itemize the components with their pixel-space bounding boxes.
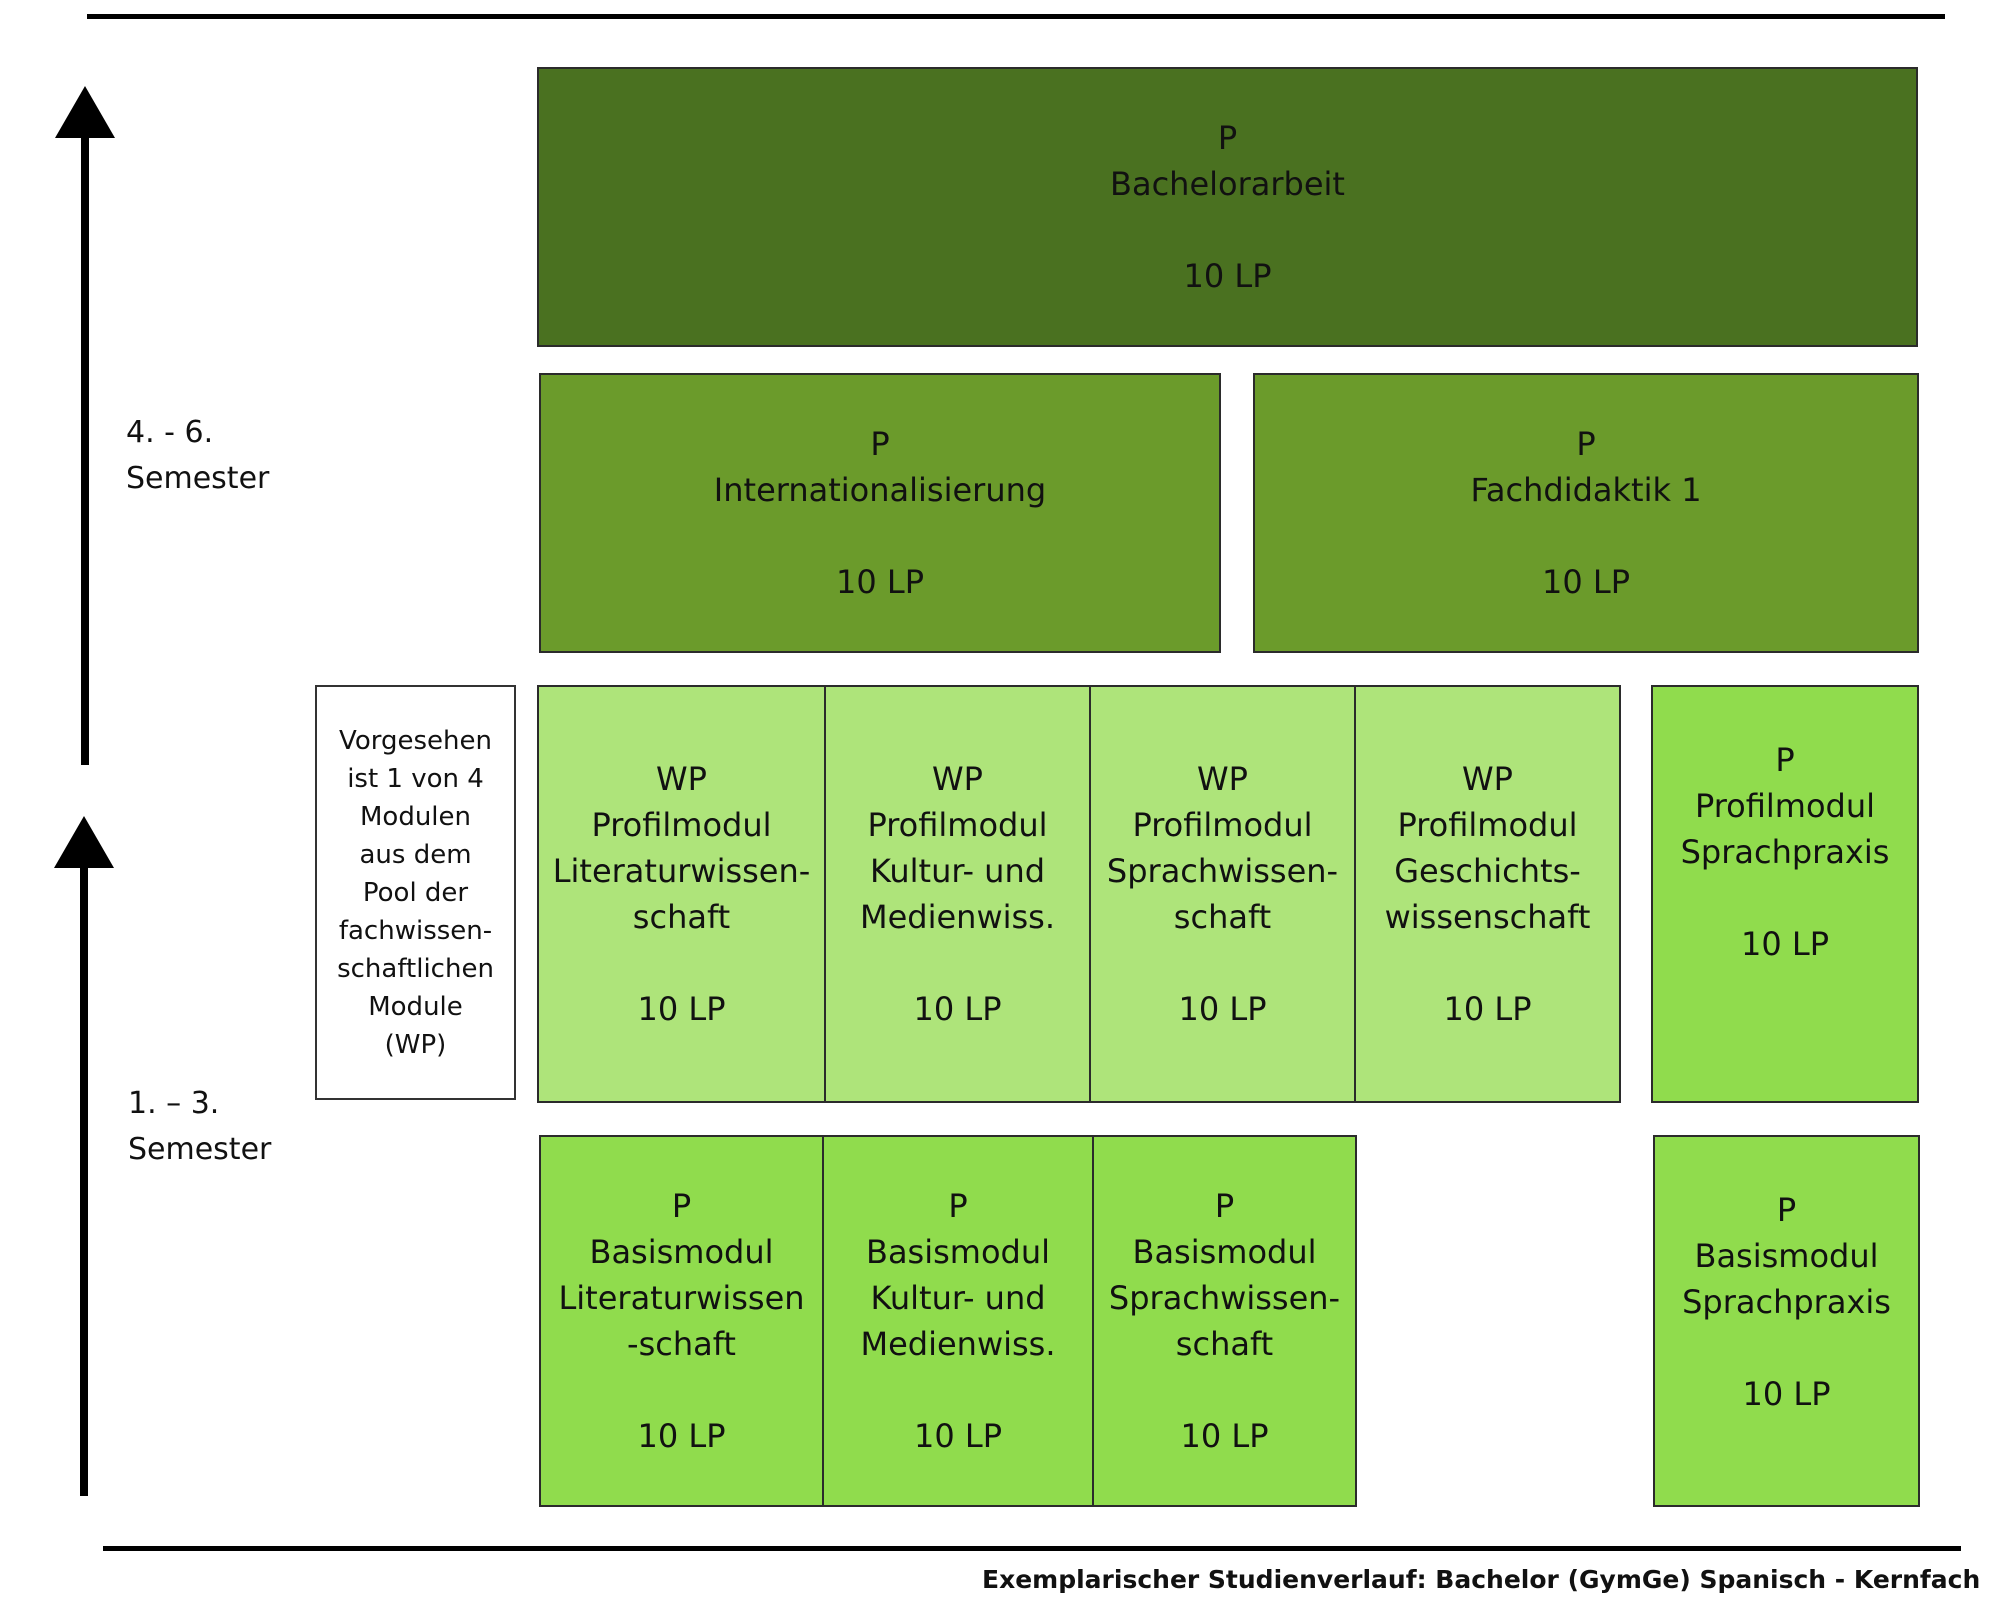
note-line: fachwissen- (338, 915, 493, 946)
semester-label-upper-word: Semester (126, 461, 270, 496)
module-type: P (1775, 741, 1795, 779)
note-line: Pool der (362, 877, 469, 908)
module-credits: 10 LP (1443, 990, 1532, 1028)
module-basis-sprachwissenschaft: P Basismodul Sprachwissen- schaft 10 LP (1092, 1135, 1357, 1507)
top-rule (87, 14, 1945, 19)
module-name-line-1: Basismodul (865, 1233, 1051, 1271)
module-type: P (1776, 1191, 1797, 1229)
module-basis-kultur-medienwiss: P Basismodul Kultur- und Medienwiss. 10 … (822, 1135, 1094, 1507)
module-name-line-3: Medienwiss. (859, 898, 1056, 936)
module-type: P (1214, 1187, 1235, 1225)
module-type: P (948, 1187, 968, 1225)
module-name-line-1: Profilmodul (591, 806, 772, 844)
module-profil-sprachwissenschaft: WP Profilmodul Sprachwissen- schaft 10 L… (1089, 685, 1356, 1103)
module-profil-geschichtswissenschaft: WP Profilmodul Geschichts- wissenschaft … (1354, 685, 1621, 1103)
module-credits: 10 LP (913, 990, 1002, 1028)
module-name-line-1: Profilmodul (1397, 806, 1578, 844)
note-line: ist 1 von 4 (347, 763, 484, 794)
semester-label-upper: 4. - 6. Semester (126, 410, 269, 502)
semester-label-lower: 1. – 3. Semester (128, 1081, 271, 1173)
module-credits: 10 LP (637, 990, 726, 1028)
module-name-line-2: Geschichts- (1394, 852, 1581, 890)
module-name-line-2: Sprachwissen- (1108, 1279, 1341, 1317)
semester-label-upper-range: 4. - 6. (126, 415, 214, 450)
module-name-line-2: Literaturwissen- (552, 852, 811, 890)
wp-selection-note: Vorgesehen ist 1 von 4 Modulen aus dem P… (315, 685, 516, 1100)
module-name-line-1: Profilmodul (867, 806, 1048, 844)
module-bachelorarbeit: P Bachelorarbeit 10 LP (537, 67, 1918, 347)
note-line: Module (368, 991, 463, 1022)
note-line: Modulen (359, 801, 472, 832)
module-profil-sprachpraxis: P Profilmodul Sprachpraxis 10 LP (1651, 685, 1919, 1103)
module-name-line-1: Basismodul (589, 1233, 774, 1271)
module-name-line-1: Profilmodul (1694, 787, 1876, 825)
upper-arrow-shaft (81, 136, 89, 765)
lower-arrow-head (54, 816, 114, 868)
lower-arrow-shaft (80, 866, 88, 1496)
module-name-line-2: Sprachwissen- (1106, 852, 1339, 890)
module-type: WP (656, 760, 707, 798)
module-credits: 10 LP (913, 1417, 1002, 1455)
module-credits: 10 LP (1541, 563, 1630, 601)
module-name-line-3: wissenschaft (1384, 898, 1591, 936)
semester-label-lower-word: Semester (128, 1132, 272, 1167)
module-profil-literaturwissenschaft: WP Profilmodul Literaturwissen- schaft 1… (537, 685, 826, 1103)
module-name-line-3: schaft (1173, 898, 1272, 936)
semester-label-lower-range: 1. – 3. (128, 1086, 220, 1121)
module-name-line-1: Basismodul (1694, 1237, 1879, 1275)
module-name-line-2: Kultur- und (869, 852, 1046, 890)
module-type: P (671, 1187, 692, 1225)
module-type: WP (1462, 760, 1513, 798)
module-fachdidaktik-1: P Fachdidaktik 1 10 LP (1253, 373, 1919, 653)
module-name-line-1: Basismodul (1132, 1233, 1317, 1271)
module-credits: 10 LP (1178, 990, 1267, 1028)
module-name-line-3: Medienwiss. (860, 1325, 1056, 1363)
module-type: P (870, 425, 890, 463)
module-credits: 10 LP (835, 563, 924, 601)
module-credits: 10 LP (637, 1417, 726, 1455)
module-name: Internationalisierung (713, 471, 1047, 509)
module-type: P (1217, 119, 1238, 157)
module-basis-literaturwissenschaft: P Basismodul Literaturwissen -schaft 10 … (539, 1135, 824, 1507)
module-name-line-3: -schaft (627, 1325, 736, 1363)
module-profil-kultur-medienwiss: WP Profilmodul Kultur- und Medienwiss. 1… (824, 685, 1091, 1103)
note-line: (WP) (384, 1029, 447, 1060)
module-type: WP (932, 760, 983, 798)
module-name-line-2: Sprachpraxis (1680, 833, 1890, 871)
module-internationalisierung: P Internationalisierung 10 LP (539, 373, 1221, 653)
module-name-line-2: Literaturwissen (558, 1279, 805, 1317)
upper-arrow-head (55, 86, 115, 138)
module-basis-sprachpraxis: P Basismodul Sprachpraxis 10 LP (1653, 1135, 1920, 1507)
module-name: Bachelorarbeit (1110, 165, 1345, 203)
module-name-line-3: schaft (632, 898, 731, 936)
module-credits: 10 LP (1180, 1417, 1269, 1455)
note-line: schaftlichen (337, 953, 494, 984)
module-name-line-1: Profilmodul (1132, 806, 1313, 844)
figure-caption: Exemplarischer Studienverlauf: Bachelor … (982, 1565, 1981, 1594)
module-credits: 10 LP (1183, 257, 1272, 295)
bottom-rule (103, 1546, 1961, 1551)
note-line: Vorgesehen (339, 725, 492, 756)
module-type: WP (1197, 760, 1248, 798)
module-credits: 10 LP (1742, 1375, 1831, 1413)
module-name: Fachdidaktik 1 (1470, 471, 1702, 509)
module-name-line-3: schaft (1175, 1325, 1274, 1363)
module-type: P (1576, 425, 1596, 463)
note-line: aus dem (359, 839, 472, 870)
module-credits: 10 LP (1740, 925, 1829, 963)
module-name-line-2: Kultur- und (870, 1279, 1046, 1317)
module-name-line-2: Sprachpraxis (1682, 1283, 1891, 1321)
